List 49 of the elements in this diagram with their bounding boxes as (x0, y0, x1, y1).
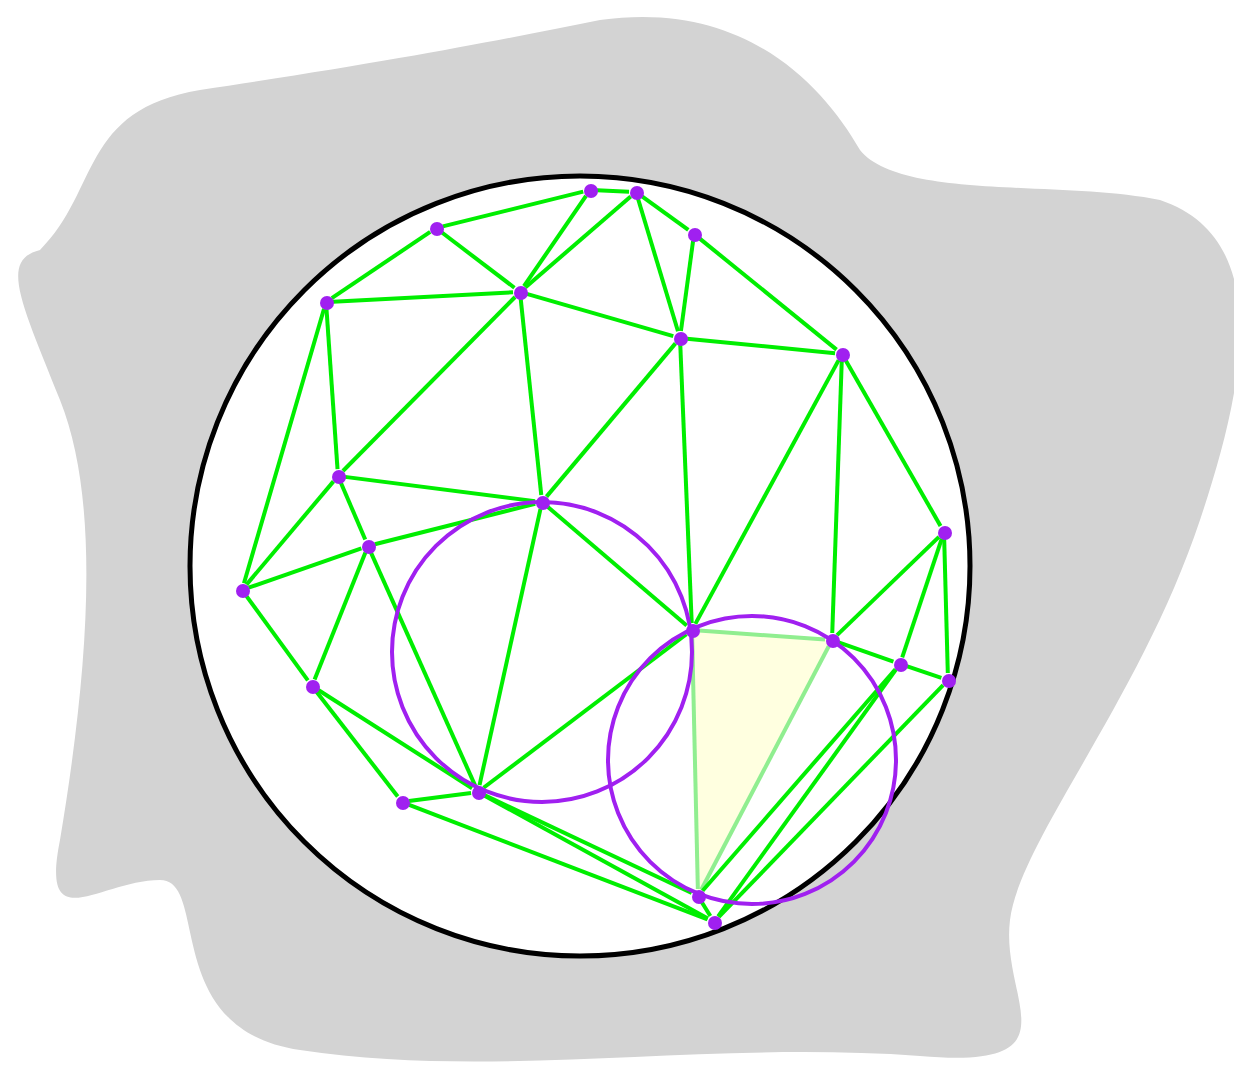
mesh-edge (835, 535, 941, 637)
mesh-edge (332, 290, 514, 304)
mesh-edge (698, 628, 826, 642)
mesh-edge (678, 240, 696, 332)
mesh-edge (690, 636, 700, 890)
mesh-edge (837, 640, 895, 664)
mesh-edge (341, 295, 517, 473)
mesh-edge (693, 359, 841, 625)
mesh-edge (247, 546, 363, 590)
mesh-edge (522, 194, 588, 288)
mesh-edge (312, 551, 368, 681)
mesh-edge (640, 194, 690, 232)
mesh-edge (316, 688, 474, 790)
mesh-edge (338, 481, 368, 541)
mesh-edge (524, 195, 632, 289)
mesh-edge (545, 342, 677, 498)
mesh-edge (686, 336, 836, 356)
mesh-edge (408, 790, 472, 804)
mesh-edge (906, 664, 942, 680)
mesh-edge (314, 690, 400, 798)
mesh-edge (900, 538, 944, 658)
mesh-edge (344, 474, 536, 504)
mesh-edge (843, 359, 943, 527)
mesh-edge (942, 538, 950, 674)
mesh-edge (526, 292, 674, 338)
mesh-edge (518, 298, 544, 496)
mesh-edge (716, 668, 898, 918)
mesh-edge (477, 508, 543, 786)
mesh-edge (483, 793, 709, 921)
mesh-edge (374, 501, 536, 547)
mesh-edge (442, 189, 584, 229)
mesh-edge (701, 667, 897, 893)
mesh-edge (407, 802, 709, 922)
mesh-edge (369, 551, 477, 787)
mesh-edge (483, 793, 693, 895)
mesh-edge (482, 632, 688, 790)
mesh-edge (596, 188, 630, 194)
mesh-edge (717, 683, 945, 919)
mesh-edge (636, 198, 680, 332)
mesh-edge (830, 360, 844, 634)
mesh-edge (242, 308, 326, 584)
mesh-edge (678, 344, 694, 624)
mesh-edge (244, 594, 310, 682)
mesh-edge (324, 308, 340, 470)
mesh-edge (698, 236, 838, 352)
mesh-edge (330, 230, 432, 300)
mesh-edge (546, 505, 688, 627)
mesh-edge (244, 480, 336, 586)
mesh-edge (440, 230, 516, 290)
